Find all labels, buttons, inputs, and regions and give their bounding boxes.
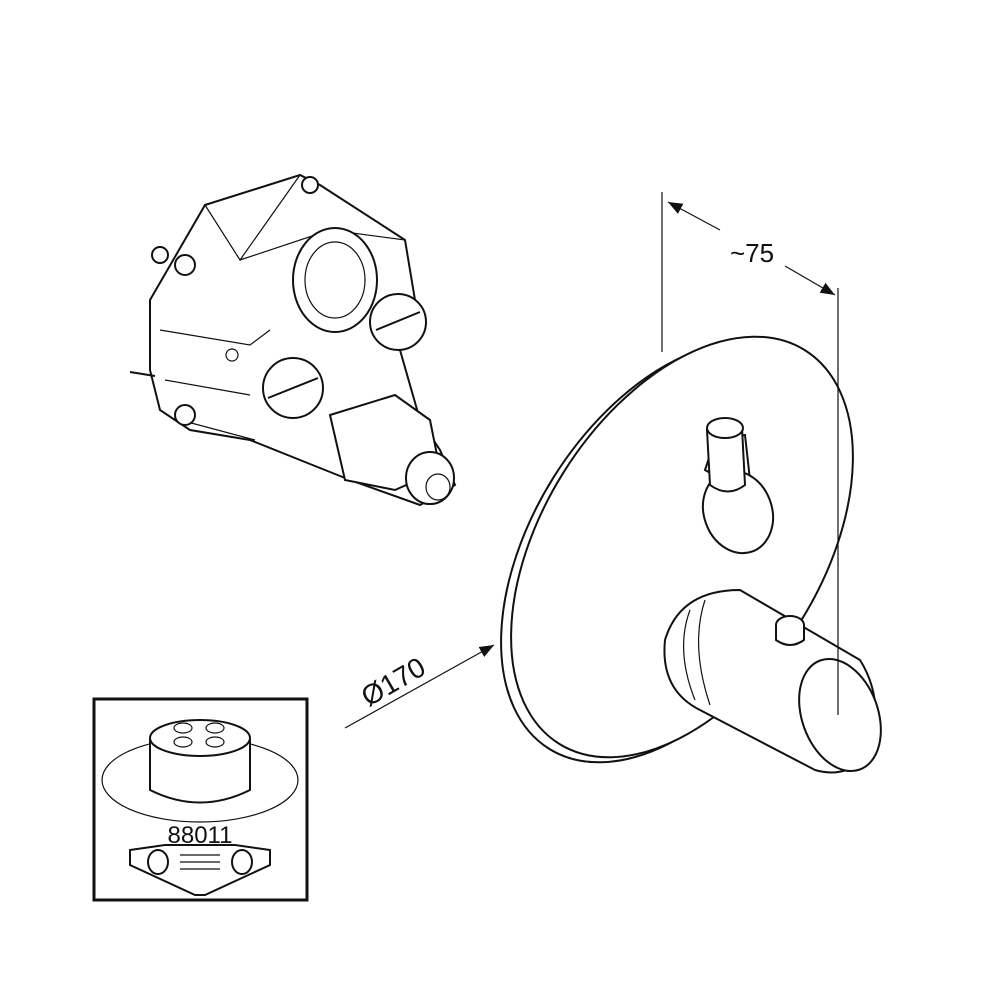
trim-assembly — [500, 335, 882, 774]
concealed-valve-body — [129, 173, 457, 507]
diverter-knob — [701, 417, 775, 555]
depth-dimension-label: ~75 — [730, 238, 774, 268]
dimension-depth: ~75 — [661, 192, 839, 715]
thermostat-handle — [663, 588, 882, 774]
dimension-diameter: Ø170 — [344, 644, 495, 729]
inset-rough-in-box: 88011 — [92, 697, 309, 902]
diameter-dimension-label: Ø170 — [356, 651, 431, 712]
